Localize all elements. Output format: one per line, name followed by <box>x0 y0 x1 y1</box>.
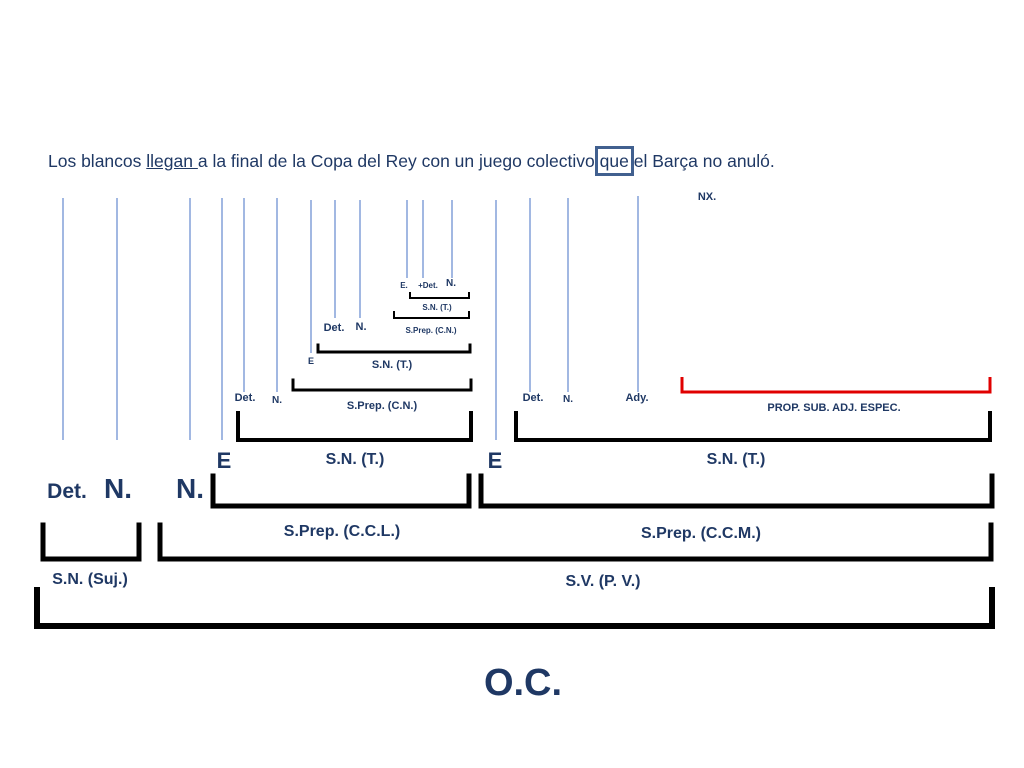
analyzed-sentence: Los blancos llegan a la final de la Copa… <box>48 146 775 176</box>
label-prop-sub-adj-espec: PROP. SUB. ADJ. ESPEC. <box>767 402 901 414</box>
label-sv-pv: S.V. (P. V.) <box>565 573 641 590</box>
label-e-large-left: E <box>216 448 232 473</box>
brackets <box>34 292 995 629</box>
label-ady-mid: Ady. <box>625 392 649 404</box>
word-lines <box>62 196 639 440</box>
bracket-sn-t-tiny <box>409 292 470 299</box>
bracket-oc <box>34 587 995 629</box>
label-sn-t-large-right: S.N. (T.) <box>706 451 766 468</box>
bracket-sn-t-left <box>236 411 473 442</box>
sentence-part-1: Los blancos <box>48 151 147 171</box>
label-sprep-ccm: S.Prep. (C.C.M.) <box>640 525 762 542</box>
sentence-boxed-que: que <box>594 146 634 176</box>
label-sprep-cn-tiny: S.Prep. (C.N.) <box>405 326 457 335</box>
label-n-mid-left: N. <box>272 395 282 406</box>
label-n-tiny: N. <box>446 278 456 289</box>
label-n-mid-right: N. <box>563 394 573 405</box>
bracket-sprep-ccl <box>210 473 472 509</box>
label-plus-det-tiny: +Det. <box>418 281 438 290</box>
label-n-big-2: N. <box>176 473 204 504</box>
label-e-tiny: E. <box>400 281 408 290</box>
bracket-sprep-cn-mid <box>291 378 473 392</box>
bracket-sv-pv <box>157 522 994 562</box>
sentence-part-3: el Barça no anuló. <box>628 151 775 171</box>
label-sn-t-tiny: S.N. (T.) <box>422 303 452 312</box>
label-e-large-right: E <box>487 448 503 473</box>
sentence-part-2: a la final de la Copa del Rey con un jue… <box>197 151 600 171</box>
bracket-sprep-cn-tiny <box>393 311 470 319</box>
label-nx: NX. <box>697 191 717 203</box>
bracket-sn-suj <box>40 522 142 562</box>
label-det-mid-right: Det. <box>522 392 544 404</box>
label-sprep-ccl: S.Prep. (C.C.L.) <box>283 523 401 540</box>
label-det-small: Det. <box>323 322 345 334</box>
label-det-mid-left: Det. <box>234 392 256 404</box>
bracket-sn-t-small <box>316 343 472 354</box>
label-n-big-1: N. <box>104 473 132 504</box>
label-e-small: E <box>307 356 315 366</box>
label-n-small: N. <box>355 321 367 333</box>
bracket-sn-t-right <box>514 411 992 442</box>
label-sn-t-small: S.N. (T.) <box>371 359 413 371</box>
label-sn-t-large-left: S.N. (T.) <box>325 451 385 468</box>
label-sprep-cn-mid: S.Prep. (C.N.) <box>346 400 418 412</box>
sentence-verb-underlined: llegan <box>146 151 198 171</box>
label-sn-suj: S.N. (Suj.) <box>52 571 128 588</box>
label-det-big: Det. <box>47 480 87 503</box>
bracket-prop-sub-adj <box>680 377 992 394</box>
bracket-sprep-ccm <box>478 473 995 509</box>
label-oc: O.C. <box>483 662 563 704</box>
